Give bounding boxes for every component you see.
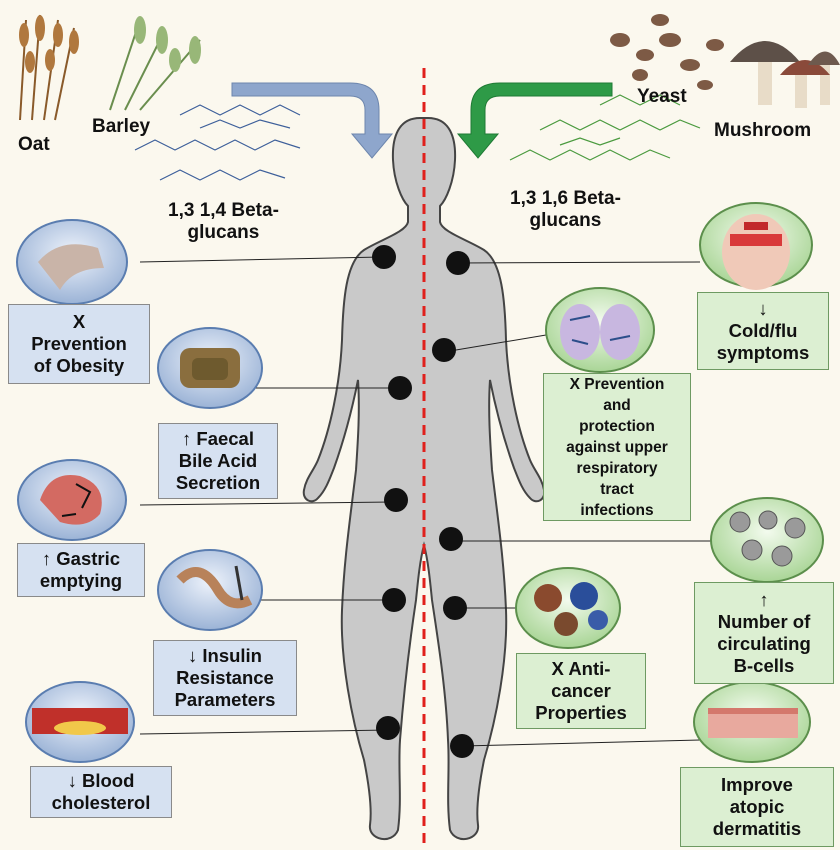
effect-insulin-resistance: ↓ Insulin Resistance Parameters <box>153 640 297 716</box>
lungs-image-circle <box>545 287 655 373</box>
cancer-cells-image-circle <box>515 567 621 649</box>
skin-image-circle <box>693 681 811 763</box>
effect-obesity: X Prevention of Obesity <box>8 304 150 384</box>
effect-blood-cholesterol: ↓ Blood cholesterol <box>30 766 172 818</box>
effect-atopic-dermatitis: Improve atopic dermatitis <box>680 767 834 847</box>
arm-image-circle <box>16 219 128 305</box>
body-points <box>372 245 474 758</box>
intestine-image-circle <box>157 327 263 409</box>
fungal-glucan-molecule <box>509 94 701 161</box>
oat-barley-illustration <box>19 14 201 121</box>
stomach-image-circle <box>17 459 127 541</box>
connector-lines <box>139 256 712 747</box>
cereal-glucan-arrow <box>231 82 394 159</box>
effect-gastric-emptying: ↑ Gastric emptying <box>17 543 145 597</box>
effect-b-cells: ↑ Number of circulating B-cells <box>694 582 834 684</box>
fungal-glucan-arrow <box>456 82 613 159</box>
artery-image-circle <box>25 681 135 763</box>
effect-anti-cancer: X Anti- cancer Properties <box>516 653 646 729</box>
yeast-illustration <box>610 14 724 90</box>
pancreas-image-circle <box>157 549 263 631</box>
fungal-glucan-label: 1,3 1,6 Beta- glucans <box>510 188 621 231</box>
mushroom-illustration <box>730 41 840 108</box>
barley-label: Barley <box>92 116 151 137</box>
cereal-glucan-label: 1,3 1,4 Beta- glucans <box>168 200 279 243</box>
effect-cold-flu: ↓ Cold/flu symptoms <box>697 292 829 370</box>
effect-bile-acid: ↑ Faecal Bile Acid Secretion <box>158 423 278 499</box>
bcells-image-circle <box>710 497 824 583</box>
cereal-glucan-molecule <box>134 104 301 181</box>
face-image-circle <box>699 202 813 290</box>
effect-respiratory-infections: X Prevention and protection against uppe… <box>543 373 691 521</box>
mushroom-label: Mushroom <box>714 120 812 141</box>
yeast-label: Yeast <box>637 86 687 107</box>
oat-label: Oat <box>18 134 50 155</box>
